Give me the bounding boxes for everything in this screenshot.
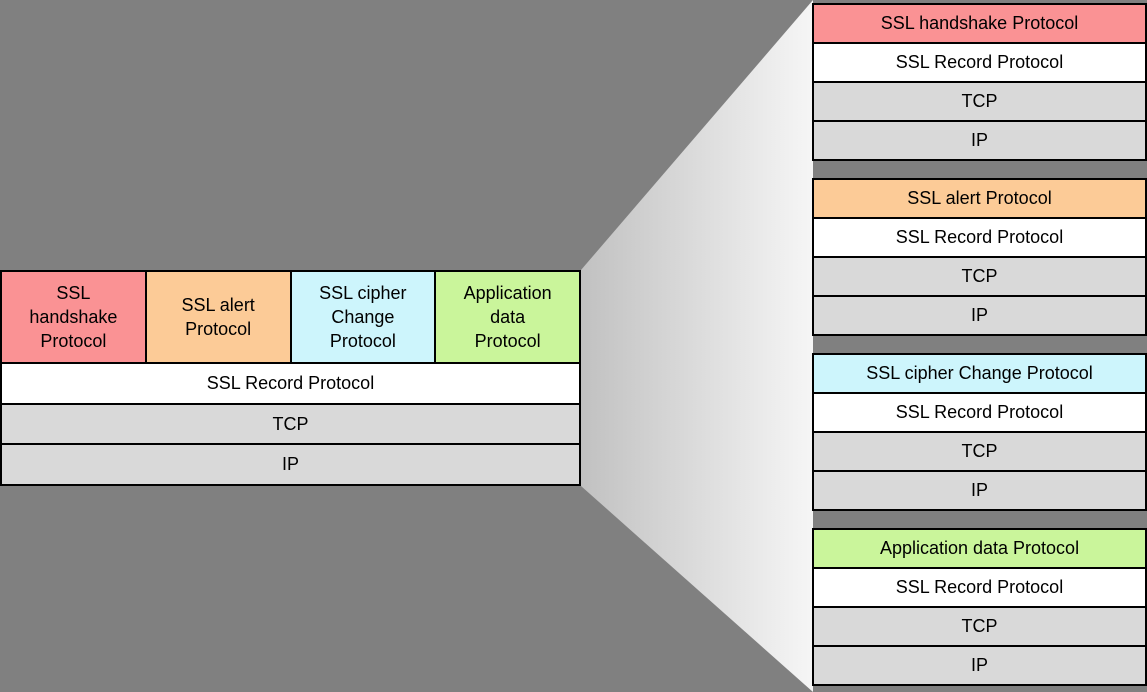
left-row-ssl-record: SSL Record Protocol (2, 362, 579, 403)
upper-protocols-row: SSL handshake Protocol SSL alert Protoco… (2, 272, 579, 362)
stack-row-application-data: Application data Protocol (814, 530, 1145, 567)
stack-row-ip: IP (814, 295, 1145, 334)
label-line: SSL alert (181, 295, 255, 315)
left-row-tcp: TCP (2, 402, 579, 444)
stack-row-ip: IP (814, 645, 1145, 684)
label-line: Protocol (185, 319, 252, 339)
stack-row-ssl-cipher-change: SSL cipher Change Protocol (814, 355, 1145, 392)
label-line: handshake (29, 307, 118, 327)
right-stack-ssl-handshake: SSL handshake Protocol SSL Record Protoc… (812, 3, 1147, 161)
label-line: Protocol (329, 331, 396, 351)
label-line: data (490, 307, 526, 327)
stack-row-ssl-alert: SSL alert Protocol (814, 180, 1145, 217)
label-line: SSL (56, 283, 91, 303)
stack-row-ssl-handshake: SSL handshake Protocol (814, 5, 1145, 42)
right-stack-ssl-alert: SSL alert Protocol SSL Record Protocol T… (812, 178, 1147, 336)
label-line: Protocol (40, 331, 107, 351)
stack-row-ip: IP (814, 470, 1145, 509)
stack-row-ssl-record: SSL Record Protocol (814, 567, 1145, 606)
label-line: SSL cipher (319, 283, 407, 303)
stack-row-ssl-record: SSL Record Protocol (814, 217, 1145, 256)
left-cell-ssl-cipher-change: SSL cipher Change Protocol (291, 272, 437, 362)
left-cell-application-data: Application data Protocol (436, 272, 579, 362)
stack-row-ssl-record: SSL Record Protocol (814, 42, 1145, 81)
stack-row-ip: IP (814, 120, 1145, 159)
label-line: Change (331, 307, 395, 327)
expanded-stacks-column: SSL handshake Protocol SSL Record Protoc… (812, 3, 1147, 686)
stack-row-tcp: TCP (814, 256, 1145, 295)
left-cell-ssl-alert: SSL alert Protocol (146, 272, 292, 362)
label-line: Protocol (474, 331, 541, 351)
stack-row-tcp: TCP (814, 81, 1145, 120)
stack-row-tcp: TCP (814, 431, 1145, 470)
left-cell-ssl-handshake: SSL handshake Protocol (2, 272, 147, 362)
left-protocol-stack: SSL handshake Protocol SSL alert Protoco… (0, 270, 581, 486)
right-stack-application-data: Application data Protocol SSL Record Pro… (812, 528, 1147, 686)
stack-row-tcp: TCP (814, 606, 1145, 645)
label-line: Application (463, 283, 552, 303)
left-row-ip: IP (2, 443, 579, 485)
stack-row-ssl-record: SSL Record Protocol (814, 392, 1145, 431)
right-stack-ssl-cipher-change: SSL cipher Change Protocol SSL Record Pr… (812, 353, 1147, 511)
